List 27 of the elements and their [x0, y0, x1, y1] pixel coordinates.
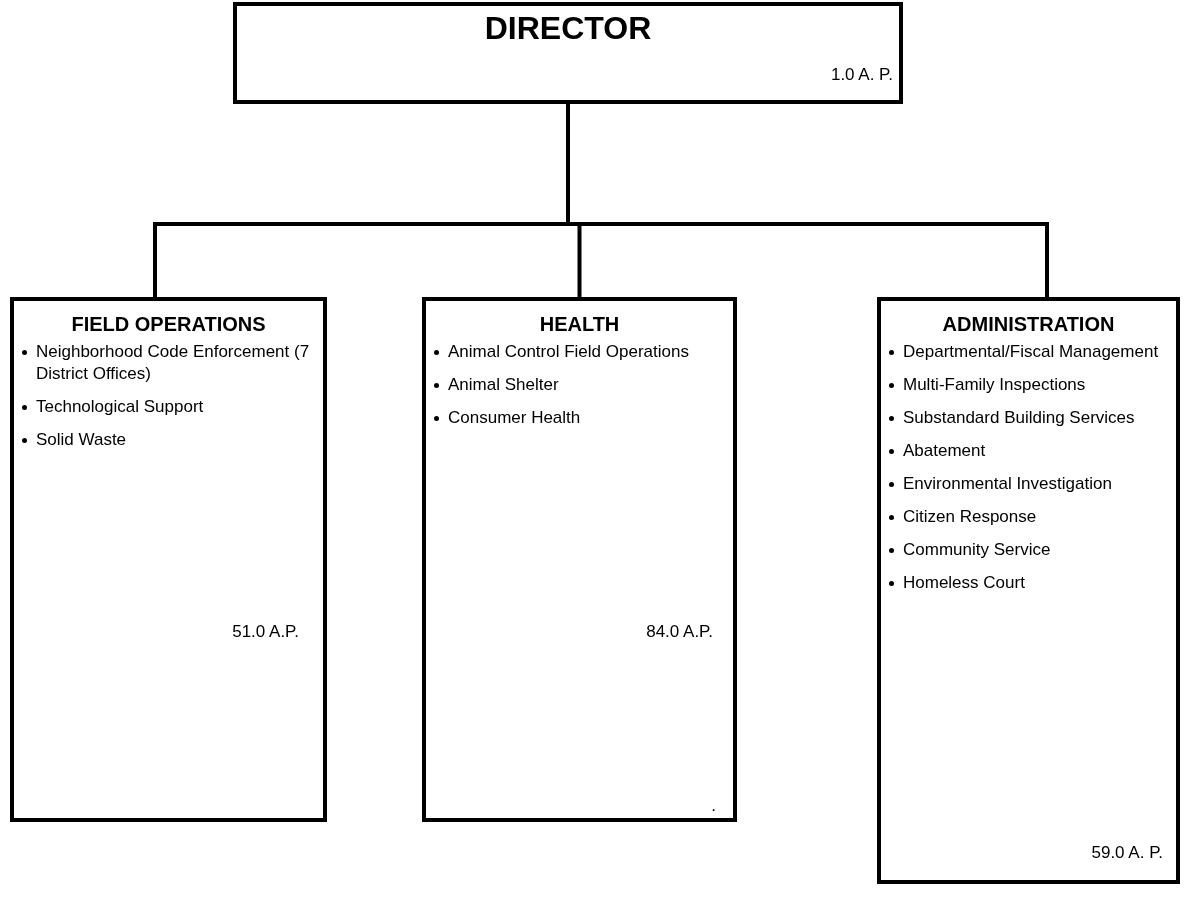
position-count: 1.0 A. P.: [830, 64, 893, 86]
unit-title: FIELD OPERATIONS: [70, 313, 267, 336]
function-bullet-item: Homeless Court: [885, 572, 1168, 594]
function-bullet-item: Departmental/Fiscal Management: [885, 341, 1168, 363]
position-count: 51.0 A.P.: [232, 621, 299, 643]
unit-title: DIRECTOR: [483, 10, 653, 47]
function-bullet-item: Technological Support: [18, 396, 315, 418]
function-bullet-item: Multi-Family Inspections: [885, 374, 1168, 396]
function-bullet-item: Animal Shelter: [430, 374, 725, 396]
function-bullet-item: Community Service: [885, 539, 1168, 561]
dot-mark: .: [711, 795, 716, 817]
position-count: 84.0 A.P.: [646, 621, 713, 643]
position-count: 59.0 A. P.: [1091, 842, 1163, 864]
org-unit-box: [422, 297, 737, 822]
org-unit-box: [233, 2, 903, 104]
function-bullet-item: Animal Control Field Operations: [430, 341, 725, 363]
function-bullet-item: Solid Waste: [18, 429, 315, 451]
org-unit-box: [877, 297, 1180, 884]
function-bullet-item: Consumer Health: [430, 407, 725, 429]
function-bullet-item: Neighborhood Code Enforcement (7 District Offices): [18, 341, 315, 385]
function-bullet-item: Environmental Investigation: [885, 473, 1168, 495]
function-bullet-item: Citizen Response: [885, 506, 1168, 528]
function-bullet-item: Abatement: [885, 440, 1168, 462]
function-bullet-item: Substandard Building Services: [885, 407, 1168, 429]
org-unit-box: [10, 297, 327, 822]
unit-title: HEALTH: [538, 313, 621, 336]
unit-title: ADMINISTRATION: [941, 313, 1116, 336]
